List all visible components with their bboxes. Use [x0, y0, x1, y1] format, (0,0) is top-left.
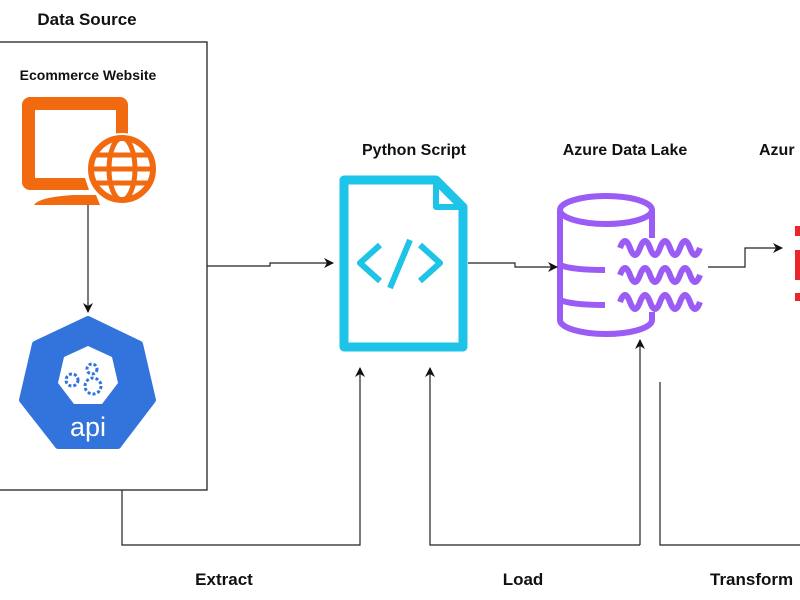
source-to-script-arrow — [207, 258, 334, 268]
api-gears-icon — [19, 316, 156, 449]
extract-label: Extract — [195, 570, 253, 589]
python-script-label: Python Script — [361, 142, 467, 159]
code-file-icon — [339, 175, 468, 352]
api-label: api — [69, 412, 107, 442]
load-script-arrow — [425, 367, 640, 546]
data-source-title: Data Source — [37, 10, 137, 29]
ecommerce-website-label: Ecommerce Website — [19, 67, 157, 83]
lake-to-next-arrow — [708, 243, 783, 268]
load-label: Load — [502, 570, 544, 589]
red-service-icon — [795, 226, 800, 301]
azure-next-label: Azur — [759, 142, 795, 159]
monitor-globe-icon — [22, 97, 158, 205]
extract-arrow — [121, 367, 365, 546]
transform-line — [659, 382, 800, 546]
database-waves-icon — [557, 193, 703, 337]
transform-label: Transform — [710, 570, 794, 589]
script-to-lake-arrow — [468, 262, 558, 272]
azure-data-lake-label: Azure Data Lake — [562, 142, 688, 159]
